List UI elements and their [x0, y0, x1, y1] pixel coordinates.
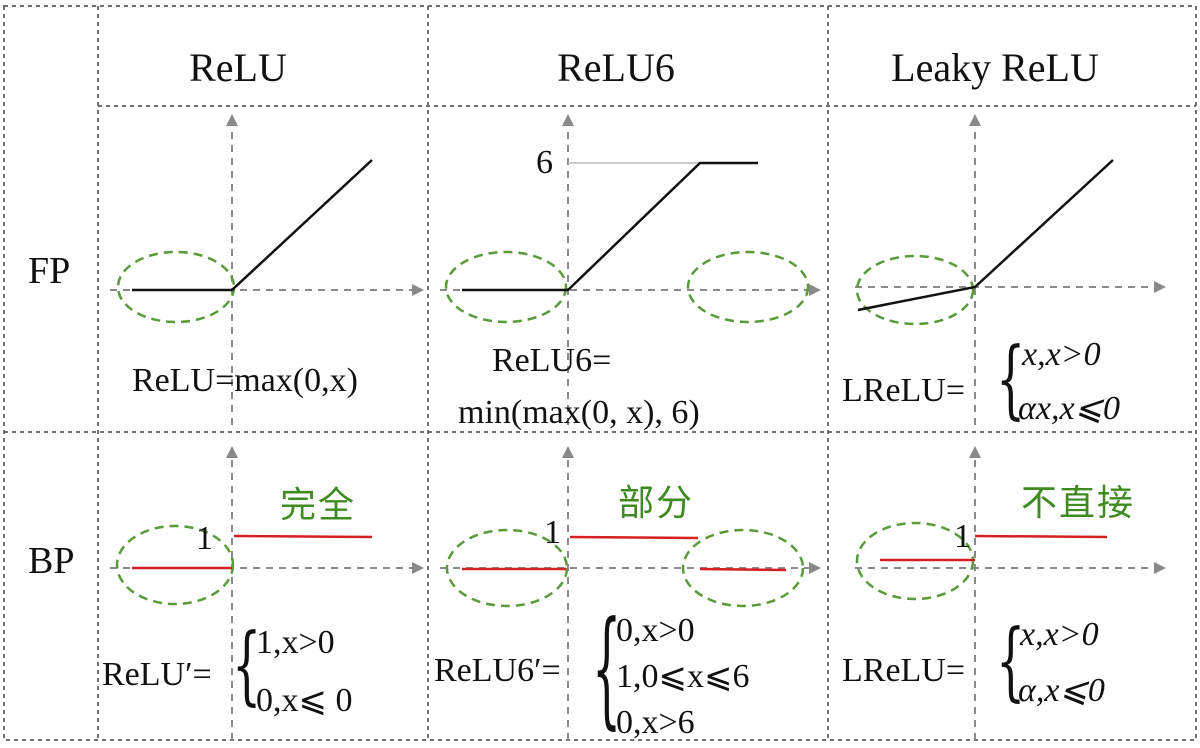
fp-relu6-formula-line2: min(max(0, x), 6) [458, 394, 700, 431]
bp-relu-case1: 1,x>0 [256, 624, 335, 661]
bp-lrelu-brace: { [996, 610, 1026, 711]
bp-relu-plot [110, 446, 424, 740]
bp-lrelu-case1: x,x>0 [1020, 616, 1099, 653]
fp-relu-formula: ReLU=max(0,x) [132, 362, 358, 399]
bp-relu-case2: 0,x⩽ 0 [256, 682, 353, 719]
derivative-zero-right [699, 567, 787, 572]
bp-lrelu-tag: 不直接 [1020, 483, 1136, 524]
negative-region-ellipse [855, 254, 975, 326]
bp-relu-tag: 完全 [279, 485, 357, 526]
column-header-leaky-relu: Leaky ReLU [891, 45, 1099, 90]
zero-gradient-ellipse [445, 528, 569, 608]
bp-relu6-plot [440, 446, 821, 740]
fp-lrelu-lhs: LReLU= [842, 372, 966, 409]
column-header-relu: ReLU [189, 45, 287, 90]
row-label-fp: FP [28, 250, 71, 292]
bp-lrelu-one-label: 1 [954, 518, 971, 555]
bp-relu6-lhs: ReLU6′= [434, 652, 561, 689]
bp-relu6-brace: { [592, 593, 622, 742]
saturation-region-ellipse [686, 250, 810, 324]
bp-relu-lhs: ReLU′= [102, 656, 212, 693]
bp-leaky-relu-plot [855, 446, 1166, 740]
leaky-relu-curve [857, 159, 1114, 312]
zero-region-ellipse [444, 250, 568, 324]
bp-lrelu-case2: α,x⩽0 [1018, 672, 1105, 709]
bp-relu6-case3: 0,x>6 [616, 704, 695, 741]
fp-leaky-relu-plot [855, 114, 1166, 425]
saturation-gradient-ellipse [681, 528, 805, 608]
bp-relu6-case1: 0,x>0 [616, 612, 695, 649]
column-header-relu6: ReLU6 [557, 45, 675, 90]
fp-relu6-formula-line1: ReLU6= [492, 342, 612, 379]
derivative-one [569, 535, 699, 540]
fp-relu6-six-label: 6 [536, 144, 553, 181]
fp-relu-plot [110, 114, 424, 425]
bp-lrelu-lhs: LReLU= [842, 652, 966, 689]
fp-lrelu-brace: { [996, 328, 1026, 429]
fp-lrelu-case1: x,x>0 [1022, 336, 1101, 373]
fp-relu6-plot [440, 114, 821, 425]
bp-relu-one-label: 1 [196, 520, 213, 557]
bp-relu6-one-label: 1 [544, 514, 561, 551]
bp-relu6-case2: 1,0⩽x⩽6 [616, 658, 750, 695]
zero-region-ellipse [116, 250, 236, 324]
bp-relu6-tag: 部分 [617, 483, 695, 524]
table-grid [3, 5, 1197, 741]
zero-gradient-ellipse [115, 524, 235, 606]
derivative-one [233, 534, 373, 539]
fp-lrelu-case2: αx,x⩽0 [1018, 390, 1121, 427]
bp-relu-brace: { [232, 614, 262, 715]
relu-curve [132, 159, 373, 292]
derivative-one [974, 534, 1108, 539]
relu6-curve [462, 161, 758, 292]
row-label-bp: BP [28, 540, 75, 582]
